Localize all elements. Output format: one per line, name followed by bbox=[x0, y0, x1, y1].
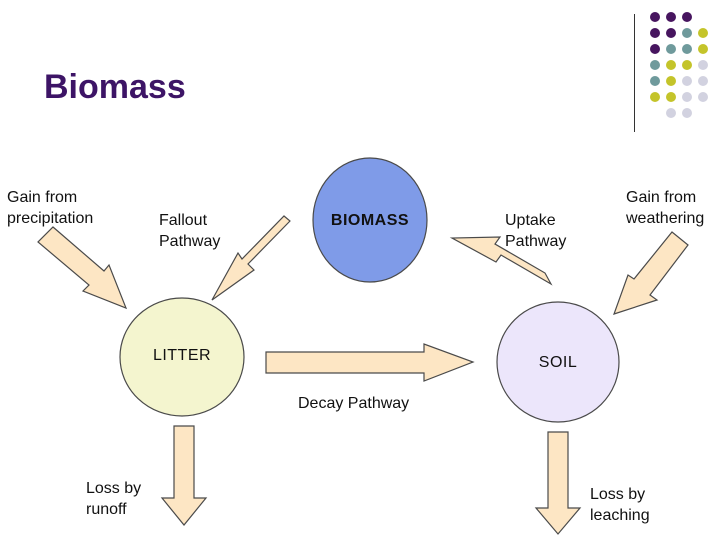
biomass-node-label: BIOMASS bbox=[331, 212, 409, 229]
uptake-pathway-label: Uptake Pathway bbox=[505, 212, 567, 250]
litter-node-label: LITTER bbox=[153, 347, 211, 364]
dot bbox=[698, 44, 708, 54]
dot bbox=[698, 28, 708, 38]
decay-arrow bbox=[265, 343, 475, 382]
gain-precipitation-arrow bbox=[37, 226, 128, 310]
litter-node bbox=[119, 297, 245, 417]
dot bbox=[666, 108, 676, 118]
gain-precipitation-label: Gain from precipitation bbox=[7, 189, 94, 227]
divider-line bbox=[634, 14, 635, 132]
soil-node bbox=[496, 301, 620, 423]
dot bbox=[650, 92, 660, 102]
dot bbox=[650, 28, 660, 38]
dot bbox=[682, 92, 692, 102]
soil-node-label: SOIL bbox=[539, 354, 577, 371]
page-title: Biomass bbox=[44, 68, 186, 106]
dot bbox=[682, 12, 692, 22]
dot bbox=[666, 92, 676, 102]
gain-weathering-label: Gain from weathering bbox=[626, 189, 705, 227]
loss-leaching-arrow bbox=[534, 431, 582, 535]
fallout-arrow bbox=[211, 215, 291, 301]
uptake-arrow bbox=[449, 236, 553, 286]
decay-pathway-label: Decay Pathway bbox=[298, 395, 410, 412]
dot bbox=[682, 76, 692, 86]
dot bbox=[650, 44, 660, 54]
fallout-pathway-label: Fallout Pathway bbox=[159, 212, 221, 250]
dot bbox=[650, 76, 660, 86]
loss-runoff-label: Loss by runoff bbox=[86, 480, 142, 518]
dot bbox=[682, 44, 692, 54]
dot bbox=[698, 76, 708, 86]
loss-runoff-arrow bbox=[160, 425, 208, 526]
dot bbox=[682, 28, 692, 38]
loss-leaching-label: Loss by leaching bbox=[590, 486, 650, 524]
dot bbox=[650, 12, 660, 22]
dot bbox=[682, 60, 692, 70]
dot bbox=[682, 108, 692, 118]
dot bbox=[698, 60, 708, 70]
dot bbox=[666, 12, 676, 22]
dot bbox=[698, 92, 708, 102]
dot bbox=[666, 28, 676, 38]
dot bbox=[650, 60, 660, 70]
gain-weathering-arrow bbox=[613, 231, 689, 315]
dot bbox=[666, 60, 676, 70]
dot bbox=[666, 76, 676, 86]
dot bbox=[666, 44, 676, 54]
biomass-node bbox=[312, 157, 428, 283]
